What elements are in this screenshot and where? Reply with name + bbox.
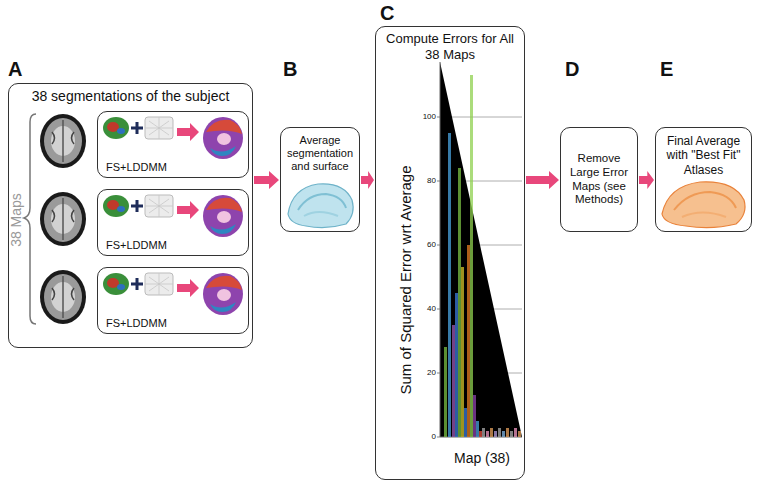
error-bars xyxy=(467,245,470,437)
panel-box: 38 segmentations of the subjectFS+LDDMM F… xyxy=(8,83,253,348)
error-bars xyxy=(444,347,447,437)
illustration-layer xyxy=(103,195,243,237)
process-box: FS+LDDMM xyxy=(97,267,249,334)
box-text: Final Average with "Best Fit" Atlases xyxy=(659,134,748,177)
tick-label: 100 xyxy=(423,112,436,121)
error-bars xyxy=(479,431,482,437)
average-surface-image xyxy=(288,184,353,228)
box-text: Average segmentation and surface xyxy=(284,134,356,174)
error-bars xyxy=(464,408,467,437)
panel-letter: E xyxy=(660,58,673,81)
process-box: FS+LDDMM xyxy=(97,189,249,256)
tick-label: 20 xyxy=(427,368,436,377)
panel-letter: A xyxy=(8,58,22,81)
final-average-image xyxy=(662,182,745,228)
average-surface-image xyxy=(304,212,338,216)
tick-label: 80 xyxy=(427,176,436,185)
box-text: FS+LDDMM xyxy=(106,317,167,330)
error-bars xyxy=(476,421,479,437)
final-average-image xyxy=(662,182,745,228)
step-box: Remove Large Error Maps (see Methods) xyxy=(560,127,638,232)
error-bars xyxy=(514,428,517,437)
error-bars xyxy=(510,431,513,437)
final-average-image xyxy=(682,213,726,218)
panel-letter: C xyxy=(380,2,394,25)
average-surface-image xyxy=(298,194,346,210)
illustration-layer xyxy=(40,114,86,168)
panel-letter: B xyxy=(283,58,297,81)
process-box: FS+LDDMM xyxy=(97,111,249,178)
average-surface-image xyxy=(288,184,353,228)
illustration-layer xyxy=(103,117,243,159)
tick-label: 40 xyxy=(427,304,436,313)
step-box: Average segmentation and surface xyxy=(280,127,360,232)
error-bars xyxy=(502,431,505,437)
error-bars xyxy=(458,168,461,437)
tick-label: 60 xyxy=(427,240,436,249)
box-text: FS+LDDMM xyxy=(106,161,167,174)
error-bars xyxy=(518,431,521,437)
flow-arrow xyxy=(639,171,654,189)
count-label: 38 Maps xyxy=(8,193,24,247)
illustration-layer xyxy=(103,273,243,315)
error-chart-grid xyxy=(437,117,440,437)
error-bars xyxy=(455,293,458,437)
error-bars xyxy=(470,75,473,437)
error-bars xyxy=(473,395,476,437)
axis-title: Map (38) xyxy=(454,450,510,466)
flow-arrow xyxy=(361,171,374,189)
final-average-image xyxy=(674,192,736,210)
error-bars xyxy=(498,428,501,437)
box-text: Compute Errors for All 38 Maps xyxy=(380,31,520,62)
axis-title: Sum of Squared Error wrt Average xyxy=(397,166,414,395)
box-text: FS+LDDMM xyxy=(106,239,167,252)
illustration-layer xyxy=(40,270,86,324)
error-bars xyxy=(490,428,493,437)
error-chart-grid xyxy=(437,62,522,437)
panel-letter: D xyxy=(565,58,579,81)
error-bars xyxy=(482,428,485,437)
error-bars xyxy=(461,267,464,437)
error-bars xyxy=(444,75,521,437)
error-bars xyxy=(506,428,509,437)
error-bars xyxy=(486,431,489,437)
illustration-layer xyxy=(40,192,86,246)
error-chart-grid xyxy=(440,62,522,437)
box-text: 38 segmentations of the subject xyxy=(15,88,246,105)
flow-arrow xyxy=(254,171,279,189)
box-text: Remove Large Error Maps (see Methods) xyxy=(564,152,634,207)
error-bars xyxy=(448,133,451,437)
map-bracket xyxy=(24,114,36,324)
step-box: Final Average with "Best Fit" Atlases xyxy=(655,127,752,232)
error-bars xyxy=(494,431,497,437)
error-bars xyxy=(452,325,455,437)
flow-arrow xyxy=(526,171,559,189)
tick-label: 0 xyxy=(432,432,436,441)
